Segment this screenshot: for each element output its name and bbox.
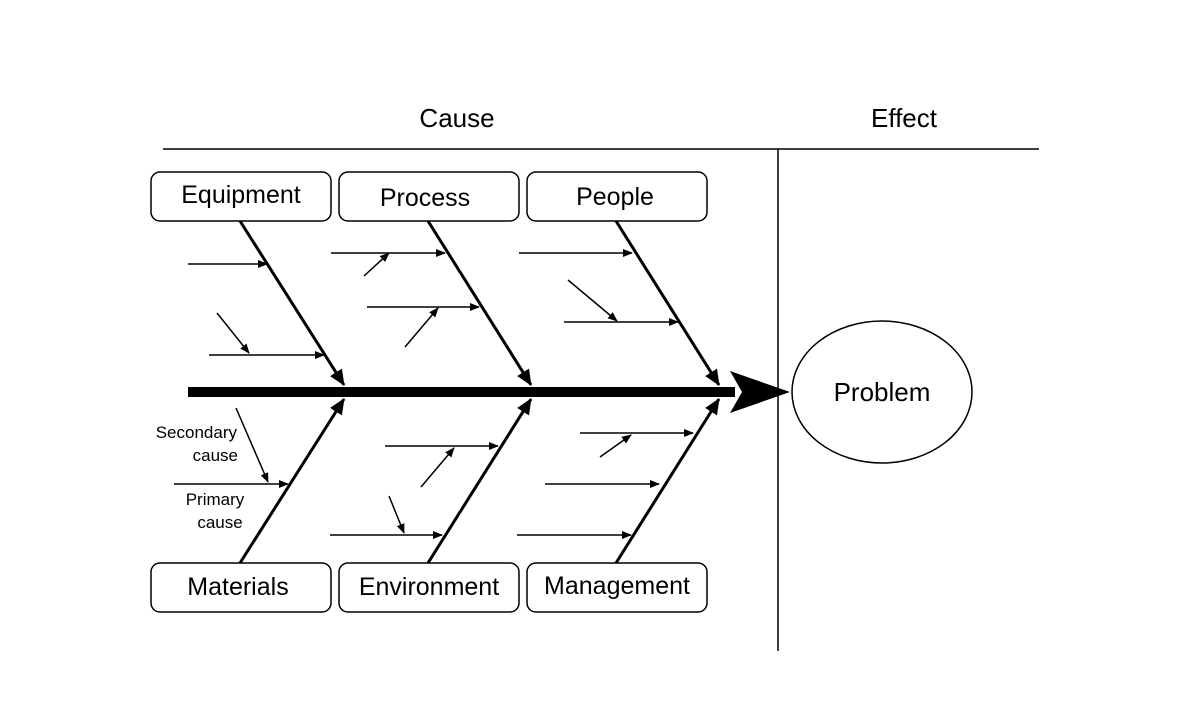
category-label-environment: Environment <box>359 573 499 601</box>
bone-environment <box>426 398 533 564</box>
secondary-cause-arrow <box>599 434 632 458</box>
secondary-cause-annotation-line2: cause <box>193 446 238 465</box>
category-label-management: Management <box>544 572 690 600</box>
primary-cause-annotation-line1: Primary <box>186 490 245 509</box>
secondary-cause-arrow <box>388 495 405 534</box>
category-label-process: Process <box>380 184 470 212</box>
bone-management <box>614 398 721 564</box>
bone-materials <box>238 398 346 564</box>
secondary-cause-arrow <box>235 407 269 483</box>
problem-label: Problem <box>834 377 931 407</box>
secondary-cause-arrow <box>404 307 439 348</box>
problem-ellipse <box>791 320 973 464</box>
secondary-cause-arrow <box>567 279 618 322</box>
bone-process <box>426 220 533 386</box>
secondary-cause-arrow <box>363 252 390 277</box>
secondary-cause-arrow <box>216 312 250 354</box>
secondary-cause-arrow <box>420 447 455 488</box>
cause-header: Cause <box>419 103 494 133</box>
bone-people <box>614 220 721 386</box>
category-label-materials: Materials <box>187 573 288 601</box>
spine-arrowhead <box>730 371 790 413</box>
secondary-cause-annotation-line1: Secondary <box>156 423 238 442</box>
primary-cause-annotation-line2: cause <box>197 513 242 532</box>
bone-equipment <box>238 220 346 386</box>
category-label-equipment: Equipment <box>181 181 301 209</box>
effect-header: Effect <box>871 103 938 133</box>
category-label-people: People <box>576 183 654 211</box>
